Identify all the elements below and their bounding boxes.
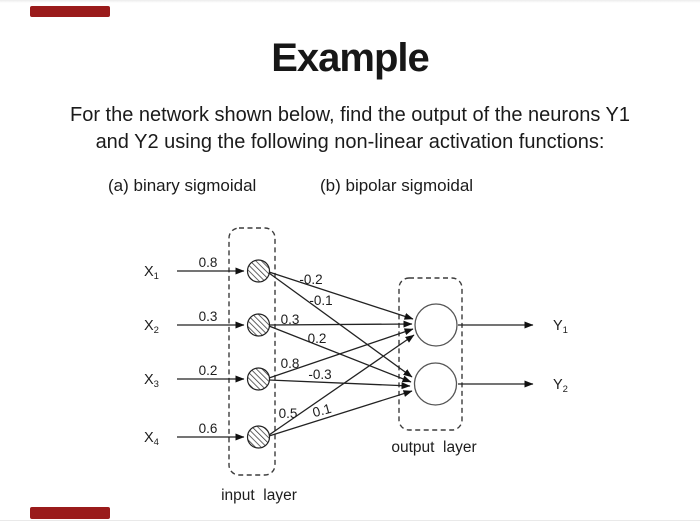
edge-x2-y1 <box>268 320 413 328</box>
edge-x3-y1 <box>268 328 414 379</box>
x4-label: X4 <box>144 430 159 448</box>
input-value-x1: 0.8 <box>199 255 218 270</box>
weight-x3-y1: 0.8 <box>281 356 300 371</box>
input-node-2 <box>246 313 271 337</box>
body-text: For the network shown below, find the ou… <box>20 102 680 156</box>
y2-label: Y2 <box>553 377 568 395</box>
input-node-3 <box>246 367 271 391</box>
weight-x2-y2: 0.2 <box>308 331 327 346</box>
edge-x3-y2 <box>268 379 411 390</box>
weight-x1-y2: -0.1 <box>309 293 332 308</box>
top-edge-shadow <box>0 0 700 3</box>
output-node-y1 <box>414 303 458 347</box>
x2-label: X2 <box>144 318 159 336</box>
x1-label: X1 <box>144 264 159 282</box>
y1-label: Y1 <box>553 318 568 336</box>
input-value-x3: 0.2 <box>199 363 218 378</box>
x3-label: X3 <box>144 372 159 390</box>
input-value-x2: 0.3 <box>199 309 218 324</box>
options-row: (a) binary sigmoidal (b) bipolar sigmoid… <box>0 176 700 200</box>
input-layer-box <box>228 227 276 476</box>
bottom-edge-line <box>0 520 700 521</box>
output-layer-box <box>398 277 463 431</box>
input-node-1 <box>246 259 271 283</box>
weight-x2-y1: 0.3 <box>281 312 300 327</box>
accent-bar-bottom <box>30 507 110 519</box>
edge-x4-y2 <box>268 390 413 437</box>
body-line-1: For the network shown below, find the ou… <box>70 104 630 126</box>
weight-x1-y1: -0.2 <box>299 272 322 287</box>
weight-x3-y2: -0.3 <box>308 367 331 382</box>
option-b: (b) bipolar sigmoidal <box>320 176 474 195</box>
accent-bar-top <box>30 6 110 17</box>
weight-x4-y2: 0.1 <box>311 401 333 420</box>
input-value-x4: 0.6 <box>199 421 218 436</box>
weight-x4-y1: 0.5 <box>279 406 298 421</box>
output-node-y2 <box>413 362 458 406</box>
option-a: (a) binary sigmoidal <box>108 176 257 195</box>
edge-x4-y1 <box>268 334 415 436</box>
output-layer-label: output layer <box>391 439 476 456</box>
input-node-4 <box>246 425 271 449</box>
slide-title: Example <box>271 36 430 80</box>
body-line-2: and Y2 using the following non-linear ac… <box>95 131 605 153</box>
edge-x1-y1 <box>268 271 414 320</box>
input-layer-label: input layer <box>221 487 297 504</box>
